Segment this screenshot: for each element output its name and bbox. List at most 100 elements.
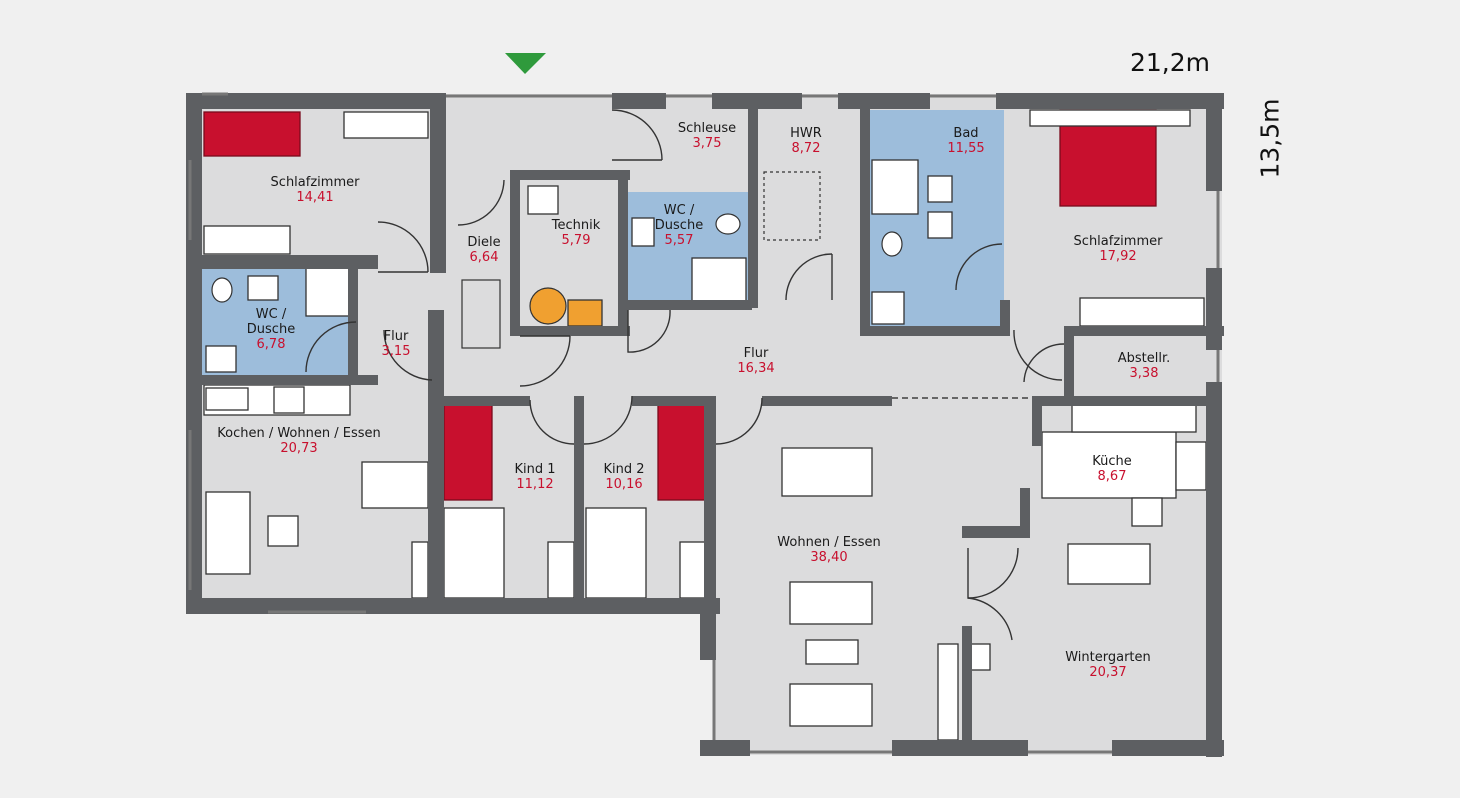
- room-kind-2: Kind 210,16: [603, 462, 644, 492]
- wall-segment: [996, 93, 1224, 109]
- room-area: 3,75: [693, 136, 722, 151]
- wall-segment: [510, 170, 630, 180]
- sink-wc-middle: [631, 217, 655, 247]
- walls: [186, 92, 1224, 757]
- wall-segment: [186, 598, 720, 614]
- wall-segment: [1206, 505, 1222, 757]
- wall-segment: [962, 526, 1030, 538]
- room-abstellr: Abstellr.3,38: [1118, 351, 1171, 381]
- door-swing: [583, 395, 633, 445]
- bed-schlafzimmer-west: [203, 111, 301, 157]
- room-name: Flur: [384, 329, 409, 344]
- wall-segment: [892, 740, 1028, 756]
- room-area: 16,34: [737, 361, 774, 376]
- furniture-layer: [203, 109, 1207, 741]
- wall-segment: [1206, 93, 1222, 191]
- sink-west: [205, 387, 249, 411]
- room-name: Dusche: [655, 218, 703, 233]
- door-swing: [611, 109, 663, 161]
- wall-segment: [186, 93, 202, 613]
- door-swing: [383, 329, 433, 381]
- room-name: Kind 1: [514, 462, 555, 477]
- wall-segment: [860, 326, 1010, 336]
- entrance-arrow-icon: [505, 53, 546, 74]
- wall-segment: [428, 310, 444, 612]
- room-name: Diele: [467, 235, 500, 250]
- wall-segment: [762, 396, 892, 406]
- room-area: 5,57: [665, 233, 694, 248]
- sink-wc-west: [247, 275, 279, 301]
- sideboard-living: [937, 643, 959, 741]
- door-swing: [967, 597, 1013, 641]
- door-swing: [457, 179, 505, 226]
- room-area: 38,40: [810, 550, 847, 565]
- room-area: 5,79: [562, 233, 591, 248]
- wall-segment: [1112, 740, 1224, 756]
- sideboard-west: [411, 541, 429, 599]
- room-area: 3,38: [1130, 366, 1159, 381]
- bath-cabinet: [871, 291, 905, 325]
- room-name: Dusche: [247, 322, 295, 337]
- wall-segment: [860, 102, 870, 334]
- wall-segment: [1032, 396, 1222, 406]
- height-dimension: 13,5m: [1255, 98, 1285, 179]
- door-swing: [305, 321, 357, 373]
- door-swing: [529, 399, 575, 445]
- wall-segment: [748, 102, 758, 308]
- wall-segment: [962, 626, 972, 754]
- desk-kind-2: [585, 507, 647, 599]
- room-name: HWR: [790, 126, 822, 141]
- desk-kind-1: [443, 507, 505, 599]
- shower-west: [305, 267, 353, 317]
- wall-segment: [704, 396, 716, 612]
- room-name: WC /: [664, 203, 695, 218]
- coffee-table-living: [805, 639, 859, 665]
- room-area: 11,55: [947, 141, 984, 156]
- sofa-living-south: [789, 683, 873, 727]
- stove-wintergarten: [969, 643, 991, 671]
- wall-segment: [192, 375, 378, 385]
- room-name: Schleuse: [678, 121, 736, 136]
- wall-segment: [632, 396, 716, 406]
- room-name: Küche: [1092, 454, 1132, 469]
- room-area: 3,15: [382, 344, 411, 359]
- door-swing: [715, 397, 763, 445]
- stove-east: [1131, 497, 1163, 527]
- wall-segment: [700, 740, 750, 756]
- wall-segment: [192, 255, 378, 269]
- room-name: Bad: [953, 126, 978, 141]
- desk-west: [203, 225, 291, 255]
- toilet-bad: [881, 231, 903, 257]
- width-dimension: 21,2m: [1130, 48, 1211, 77]
- door-swing: [955, 243, 1003, 291]
- boiler: [529, 287, 567, 325]
- door-swing: [1013, 329, 1063, 381]
- dining-table-living: [781, 447, 873, 497]
- door-swing: [519, 335, 571, 387]
- wall-segment: [618, 170, 628, 336]
- wall-segment: [628, 300, 752, 310]
- wall-segment: [1020, 488, 1030, 534]
- sofa-wintergarten: [1067, 543, 1151, 585]
- wardrobe-kind-2: [679, 541, 707, 599]
- door-swing: [627, 309, 671, 353]
- room-area: 11,12: [516, 477, 553, 492]
- hwr-hatch: [763, 171, 821, 241]
- wall-segment: [1064, 326, 1224, 336]
- room-name: Kind 2: [603, 462, 644, 477]
